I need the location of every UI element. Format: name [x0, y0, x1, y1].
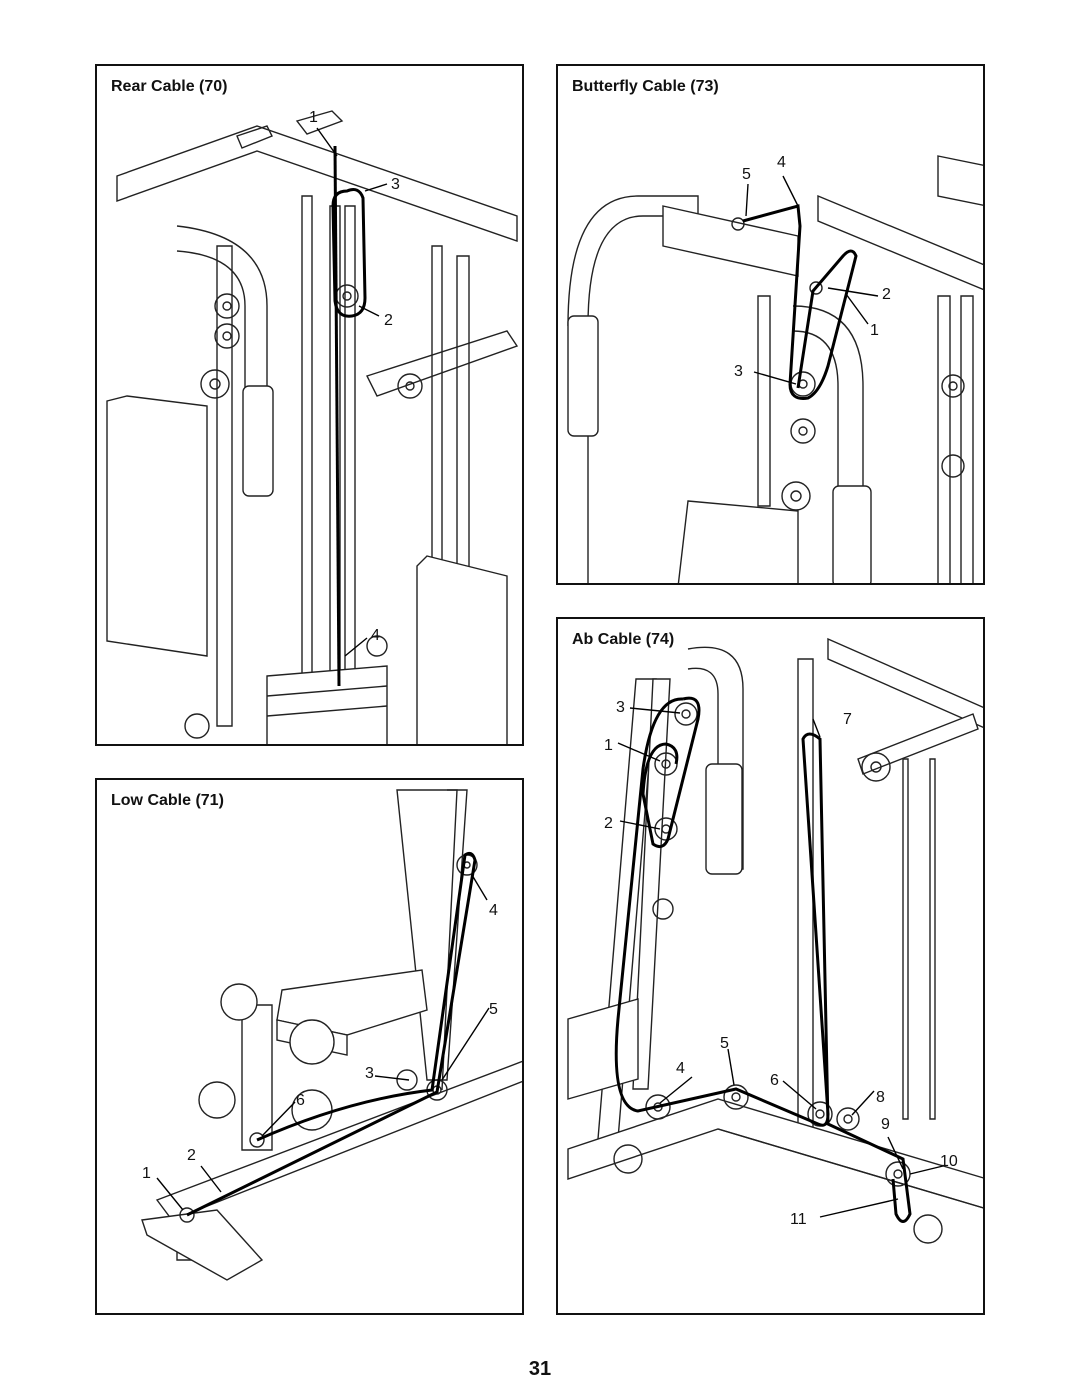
ab-cable-illustration — [567, 637, 983, 1244]
callout-label: 4 — [371, 627, 380, 644]
callout-label: 11 — [790, 1211, 807, 1228]
callout-label: 6 — [770, 1072, 779, 1089]
callout-label: 4 — [777, 154, 786, 171]
callout-label: 5 — [489, 1001, 498, 1018]
callout-label: 3 — [616, 699, 625, 716]
callout-label: 5 — [720, 1035, 729, 1052]
callout-label: 9 — [881, 1116, 890, 1133]
callout-label: 2 — [882, 286, 891, 303]
callout-label: 2 — [604, 815, 613, 832]
panel-title: Rear Cable (70) — [111, 78, 228, 95]
callout-label: 3 — [365, 1065, 374, 1082]
callout-label: 2 — [187, 1147, 196, 1164]
ab-cable-panel: Ab Cable (74) — [556, 617, 985, 1315]
callout-label: 4 — [489, 902, 498, 919]
callout-label: 10 — [940, 1153, 958, 1170]
callout-label: 7 — [843, 711, 852, 728]
low-cable-panel: Low Cable (71) 4 5 3 6 2 1 — [95, 778, 524, 1315]
callout-label: 5 — [742, 166, 751, 183]
page-number: 31 — [528, 1358, 552, 1380]
callout-label: 1 — [604, 737, 613, 754]
callout-label: 3 — [391, 176, 400, 193]
rear-cable-panel: Rear Cable (70) — [95, 64, 524, 746]
butterfly-cable-illustration — [567, 155, 983, 583]
low-cable-illustration — [141, 789, 522, 1281]
callout-label: 1 — [870, 322, 879, 339]
callout-label: 2 — [384, 312, 393, 329]
callout-label: 4 — [676, 1060, 685, 1077]
panel-title: Ab Cable (74) — [572, 631, 675, 648]
callout-label: 6 — [296, 1092, 305, 1109]
panel-title: Low Cable (71) — [111, 792, 224, 809]
callout-label: 1 — [142, 1165, 151, 1182]
callout-label: 8 — [876, 1089, 885, 1106]
callout-label: 1 — [309, 109, 318, 126]
panel-title: Butterfly Cable (73) — [572, 78, 719, 95]
butterfly-cable-panel: Butterfly Cable (73) 4 5 — [556, 64, 985, 585]
rear-cable-illustration — [106, 110, 519, 744]
callout-label: 3 — [734, 363, 743, 380]
